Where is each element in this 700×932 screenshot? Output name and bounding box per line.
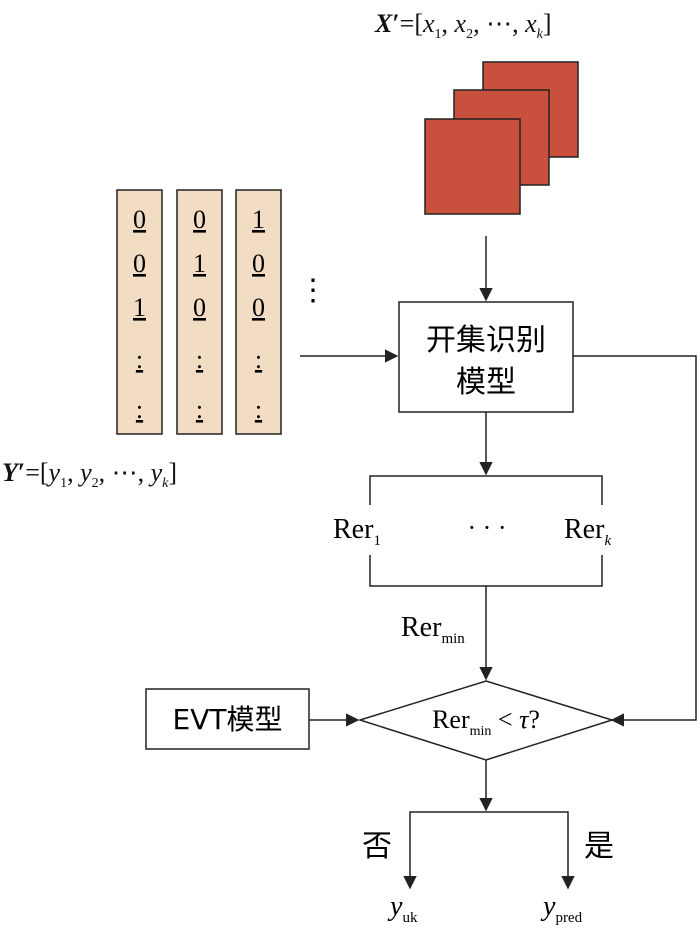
label-vector-1-digit-2: 0 (133, 249, 146, 278)
label-vector-1-digit-1: 0 (133, 205, 146, 234)
rer-dots: · · · (468, 513, 507, 542)
label-vector-3: 1 0 0 : : (235, 189, 282, 435)
label-vector-1-dots-2: : (136, 395, 143, 424)
y-set-label: Y′=[y1, y2, ⋯, yk] (2, 458, 177, 491)
label-vector-1-dots-1: : (136, 345, 143, 374)
evt-model-box (145, 688, 310, 750)
decision-diamond (357, 680, 615, 761)
label-vector-2-digit-1: 0 (193, 205, 206, 234)
label-vector-1-digit-3: 1 (133, 293, 146, 322)
osr-model-box (398, 301, 574, 413)
label-vector-2-digit-3: 0 (193, 293, 206, 322)
osr-model-label-line2: 模型 (456, 365, 516, 400)
label-vector-3-digit-1: 1 (252, 205, 265, 234)
label-vector-2-dots-2: : (196, 395, 203, 424)
image-sample-front (424, 118, 521, 215)
label-vector-2: 0 1 0 : : (176, 189, 223, 435)
vector-ellipsis: ⋮ (298, 274, 328, 307)
label-vector-2-dots-1: : (196, 345, 203, 374)
output-unknown-label: yuk (387, 891, 418, 926)
arrow-model-to-decision-side (573, 355, 697, 727)
osr-model-label-line1: 开集识别 (426, 323, 546, 358)
label-vector-3-digit-3: 0 (252, 293, 265, 322)
branch-yes-line (486, 811, 575, 890)
label-vector-3-digit-2: 0 (252, 249, 265, 278)
label-vector-3-dots-2: : (255, 395, 262, 424)
image-sample-stack (424, 61, 579, 215)
rer-min-label: Rermin (401, 612, 465, 647)
branch-no-line (403, 811, 486, 890)
rer-bracket-bottom (369, 555, 603, 587)
rer-bracket-top (369, 475, 603, 505)
x-set-label: X′=[x1, x2, ⋯, xk] (374, 9, 552, 42)
rer-first-label: Rer1 (333, 514, 381, 549)
branch-yes-label: 是 (584, 829, 614, 864)
evt-model-label: EVT模型 (173, 703, 283, 736)
decision-label: Rermin < τ? (432, 705, 540, 739)
rer-last-label: Rerk (564, 514, 611, 549)
output-pred-label: ypred (540, 891, 583, 926)
branch-no-label: 否 (362, 829, 392, 864)
label-vector-1: 0 0 1 : : (116, 189, 163, 435)
label-vector-2-digit-2: 1 (193, 249, 206, 278)
label-vector-3-dots-1: : (255, 345, 262, 374)
